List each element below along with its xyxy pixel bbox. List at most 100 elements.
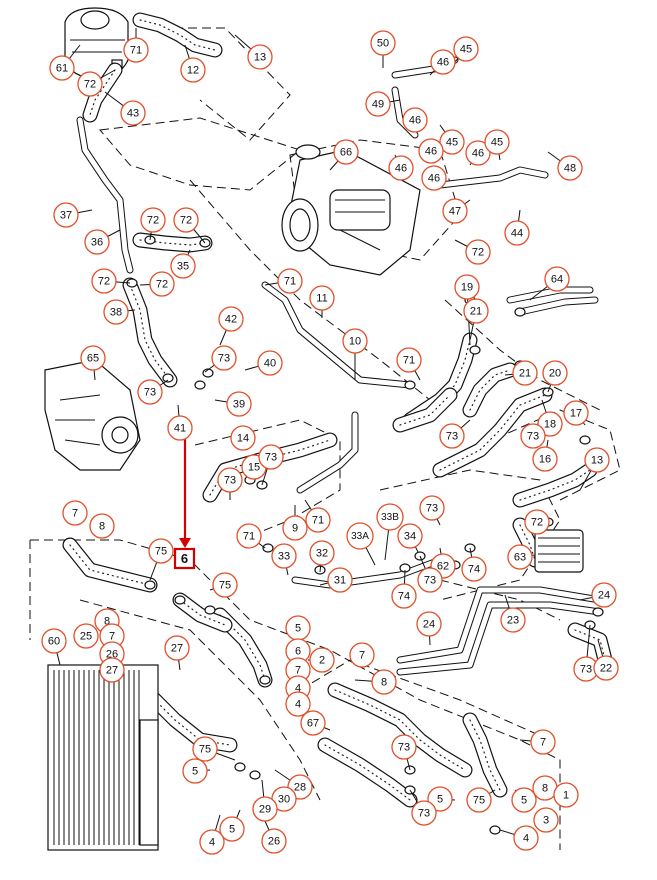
callout-73-a: 73: [211, 345, 237, 371]
callout-60-text: 60: [48, 636, 60, 648]
callout-14-text: 14: [237, 433, 249, 445]
callout-73-g-text: 73: [426, 503, 438, 515]
callout-20: 20: [542, 360, 568, 386]
callout-7-d-text: 7: [359, 650, 365, 662]
hose-18-hose-dot: [179, 599, 226, 626]
callout-46-f-text: 46: [428, 173, 440, 185]
callout-4-d: 4: [513, 825, 539, 851]
hose-3-hose-in: [123, 278, 177, 387]
hose-6-hose-dot: [439, 394, 546, 471]
callout-46-e: 46: [388, 155, 414, 181]
callout-24-a: 24: [591, 582, 617, 608]
callout-45-b-text: 45: [446, 137, 458, 149]
callout-23: 23: [500, 607, 526, 633]
callout-13-b: 13: [584, 447, 610, 473]
callout-72-c-text: 72: [147, 215, 159, 227]
callout-71-c: 71: [396, 347, 422, 373]
callout-73-j: 73: [391, 734, 417, 760]
callout-7-d: 7: [349, 642, 375, 668]
hose-16-hose-dot: [399, 394, 451, 426]
clamp-fitting: [144, 580, 156, 590]
callout-8-d-text: 8: [542, 783, 548, 795]
callout-31-text: 31: [334, 575, 346, 587]
callout-73-h-text: 73: [424, 575, 436, 587]
callout-46-c-text: 46: [425, 146, 437, 158]
callout-5-d: 5: [511, 787, 537, 813]
callout-72-f: 72: [149, 271, 175, 297]
callout-75-d: 75: [466, 787, 492, 813]
callout-40-text: 40: [264, 358, 276, 370]
callout-10-text: 10: [349, 336, 361, 348]
callout-66-text: 66: [340, 147, 352, 159]
callout-17-text: 17: [570, 408, 582, 420]
callout-60: 60: [41, 628, 67, 654]
callout-65-text: 65: [87, 353, 99, 365]
callout-46-a-text: 46: [437, 57, 449, 69]
clamp-fitting: [194, 380, 206, 390]
callout-72-a: 72: [77, 71, 103, 97]
callout-8-b-text: 8: [104, 616, 110, 628]
callout-7-a-text: 7: [72, 508, 78, 520]
callout-4-b: 4: [285, 691, 311, 717]
metal-pipes: [76, 56, 604, 676]
callout-72-f-text: 72: [156, 279, 168, 291]
callout-71-b: 71: [277, 268, 303, 294]
callout-22-text: 22: [600, 663, 612, 675]
callout-26-b-text: 26: [268, 836, 280, 848]
callout-64-text: 64: [551, 274, 563, 286]
callout-5-c: 5: [427, 786, 453, 812]
callout-3: 3: [533, 807, 559, 833]
callout-71-e-text: 71: [243, 531, 255, 543]
callout-74-b: 74: [391, 583, 417, 609]
callout-1-text: 1: [563, 790, 569, 802]
callout-72-b: 72: [465, 239, 491, 265]
callout-41-text: 41: [174, 423, 186, 435]
callout-7-b-text: 7: [109, 631, 115, 643]
callout-7-e: 7: [530, 729, 556, 755]
turbocharger: [281, 144, 421, 276]
callout-1: 1: [553, 782, 579, 808]
callout-4-a-text: 4: [295, 683, 301, 695]
callout-48: 48: [557, 155, 583, 181]
callout-73-c: 73: [439, 423, 465, 449]
callout-73-f: 73: [217, 467, 243, 493]
callout-19-text: 19: [461, 282, 473, 294]
callout-71-a-text: 71: [130, 45, 142, 57]
callout-9-text: 9: [292, 523, 298, 535]
callout-45-a-text: 45: [460, 44, 472, 56]
clamp-fitting: [259, 675, 271, 685]
callout-50: 50: [370, 30, 396, 56]
callout-44: 44: [504, 220, 530, 246]
callout-75-b-text: 75: [219, 580, 231, 592]
callout-43-text: 43: [127, 108, 139, 120]
callout-27-b-text: 27: [106, 665, 118, 677]
clamp-fitting: [579, 435, 591, 445]
callout-72-d-text: 72: [180, 215, 192, 227]
clamp-fitting: [204, 605, 216, 615]
callout-33-text: 33: [278, 551, 290, 563]
highlighted-part-label: 6: [173, 547, 196, 570]
callout-71-d-text: 71: [312, 515, 324, 527]
radiator-fins: [53, 670, 140, 845]
hose-15-hose-in: [463, 713, 507, 797]
callout-71-c-text: 71: [403, 355, 415, 367]
callout-12-text: 12: [187, 65, 199, 77]
callout-61-text: 61: [56, 63, 68, 75]
callout-21-a-text: 21: [470, 306, 482, 318]
callout-67: 67: [300, 710, 326, 736]
callout-25-text: 25: [80, 631, 92, 643]
callout-7-a: 7: [62, 500, 88, 526]
callout-74-b-text: 74: [398, 591, 410, 603]
callout-30-text: 30: [278, 794, 290, 806]
callout-72-b-text: 72: [472, 247, 484, 259]
callout-3-text: 3: [543, 815, 549, 827]
callout-33: 33: [271, 543, 297, 569]
callout-45-c-text: 45: [491, 137, 503, 149]
callout-72-g-text: 72: [531, 517, 543, 529]
callout-46-b: 46: [402, 107, 428, 133]
callout-34-text: 34: [404, 531, 416, 543]
callout-63-text: 63: [514, 552, 526, 564]
callout-16-text: 16: [539, 454, 551, 466]
callout-75-a: 75: [148, 538, 174, 564]
